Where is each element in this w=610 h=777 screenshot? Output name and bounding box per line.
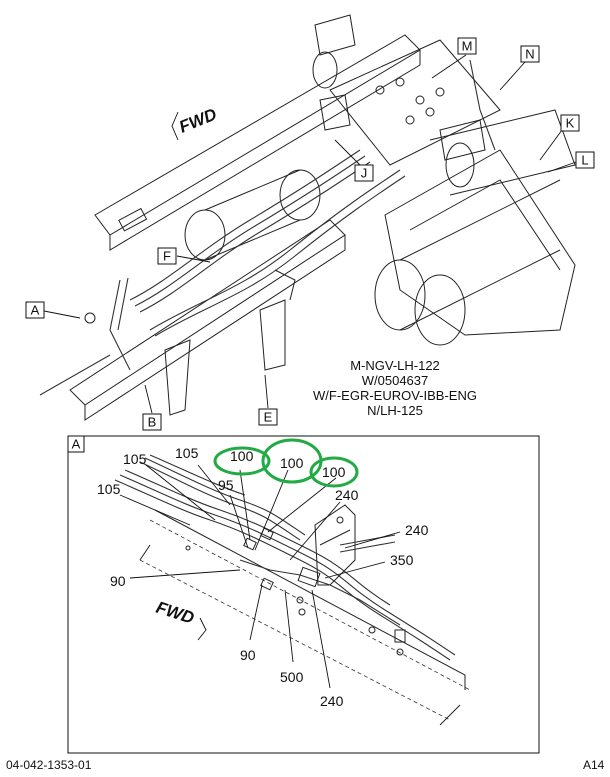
callout-J[interactable]: J	[334, 139, 374, 182]
svg-text:L: L	[581, 153, 588, 168]
part-240-b: 240	[405, 522, 429, 538]
part-350: 350	[390, 552, 414, 568]
part-90-a: 90	[110, 573, 126, 589]
svg-text:B: B	[148, 415, 157, 430]
svg-text:E: E	[264, 410, 273, 425]
callout-B[interactable]: B	[142, 384, 162, 431]
svg-text:J: J	[361, 166, 368, 181]
drawing-number: 04-042-1353-01	[6, 758, 92, 772]
part-100-a: 100	[230, 448, 254, 464]
callout-A[interactable]: A	[25, 301, 81, 319]
part-105-c: 105	[97, 481, 121, 497]
highlight-circles	[213, 438, 359, 488]
svg-text:M: M	[462, 39, 473, 54]
svg-text:K: K	[566, 116, 575, 131]
part-90-b: 90	[240, 647, 256, 663]
detail-a-tag: A	[67, 435, 85, 453]
part-105-a: 105	[123, 451, 147, 467]
detail-part-labels: 105 105 105 100 100 100 95 240 240 350 9…	[97, 445, 429, 709]
part-240-a: 240	[335, 487, 359, 503]
svg-text:N: N	[525, 47, 534, 62]
callout-N[interactable]: N	[499, 45, 540, 91]
highlight-100-a	[213, 446, 271, 476]
part-100-c: 100	[322, 464, 346, 480]
svg-text:A: A	[31, 303, 40, 318]
svg-text:A: A	[72, 437, 81, 452]
svg-text:W/F-EGR-EUROV-IBB-ENG: W/F-EGR-EUROV-IBB-ENG	[313, 388, 477, 403]
detail-a-drawing	[114, 454, 471, 726]
callout-K[interactable]: K	[539, 114, 580, 161]
part-240-c: 240	[320, 693, 344, 709]
part-95: 95	[218, 477, 234, 493]
svg-text:M-NGV-LH-122: M-NGV-LH-122	[350, 358, 440, 373]
fwd-indicator-upper: FWD	[171, 105, 219, 141]
svg-text:F: F	[163, 249, 171, 264]
highlight-100-c	[309, 456, 359, 488]
callout-M[interactable]: M	[431, 37, 477, 79]
page-code: A14	[583, 758, 605, 772]
model-notes: M-NGV-LH-122 W/0504637 W/F-EGR-EUROV-IBB…	[313, 358, 477, 418]
callout-E[interactable]: E	[258, 374, 278, 426]
part-500: 500	[280, 669, 304, 685]
detail-leaders	[119, 464, 401, 689]
svg-text:FWD: FWD	[176, 105, 219, 137]
callout-L[interactable]: L	[547, 151, 595, 173]
svg-text:FWD: FWD	[154, 598, 197, 628]
callout-F[interactable]: F	[157, 247, 211, 265]
fwd-indicator-detail: FWD	[154, 598, 207, 641]
svg-text:N/LH-125: N/LH-125	[367, 403, 423, 418]
svg-text:W/0504637: W/0504637	[362, 373, 429, 388]
detail-a-frame	[67, 435, 540, 754]
chassis-assembly-drawing	[39, 14, 576, 421]
part-105-b: 105	[175, 445, 199, 461]
part-100-b: 100	[280, 455, 304, 471]
